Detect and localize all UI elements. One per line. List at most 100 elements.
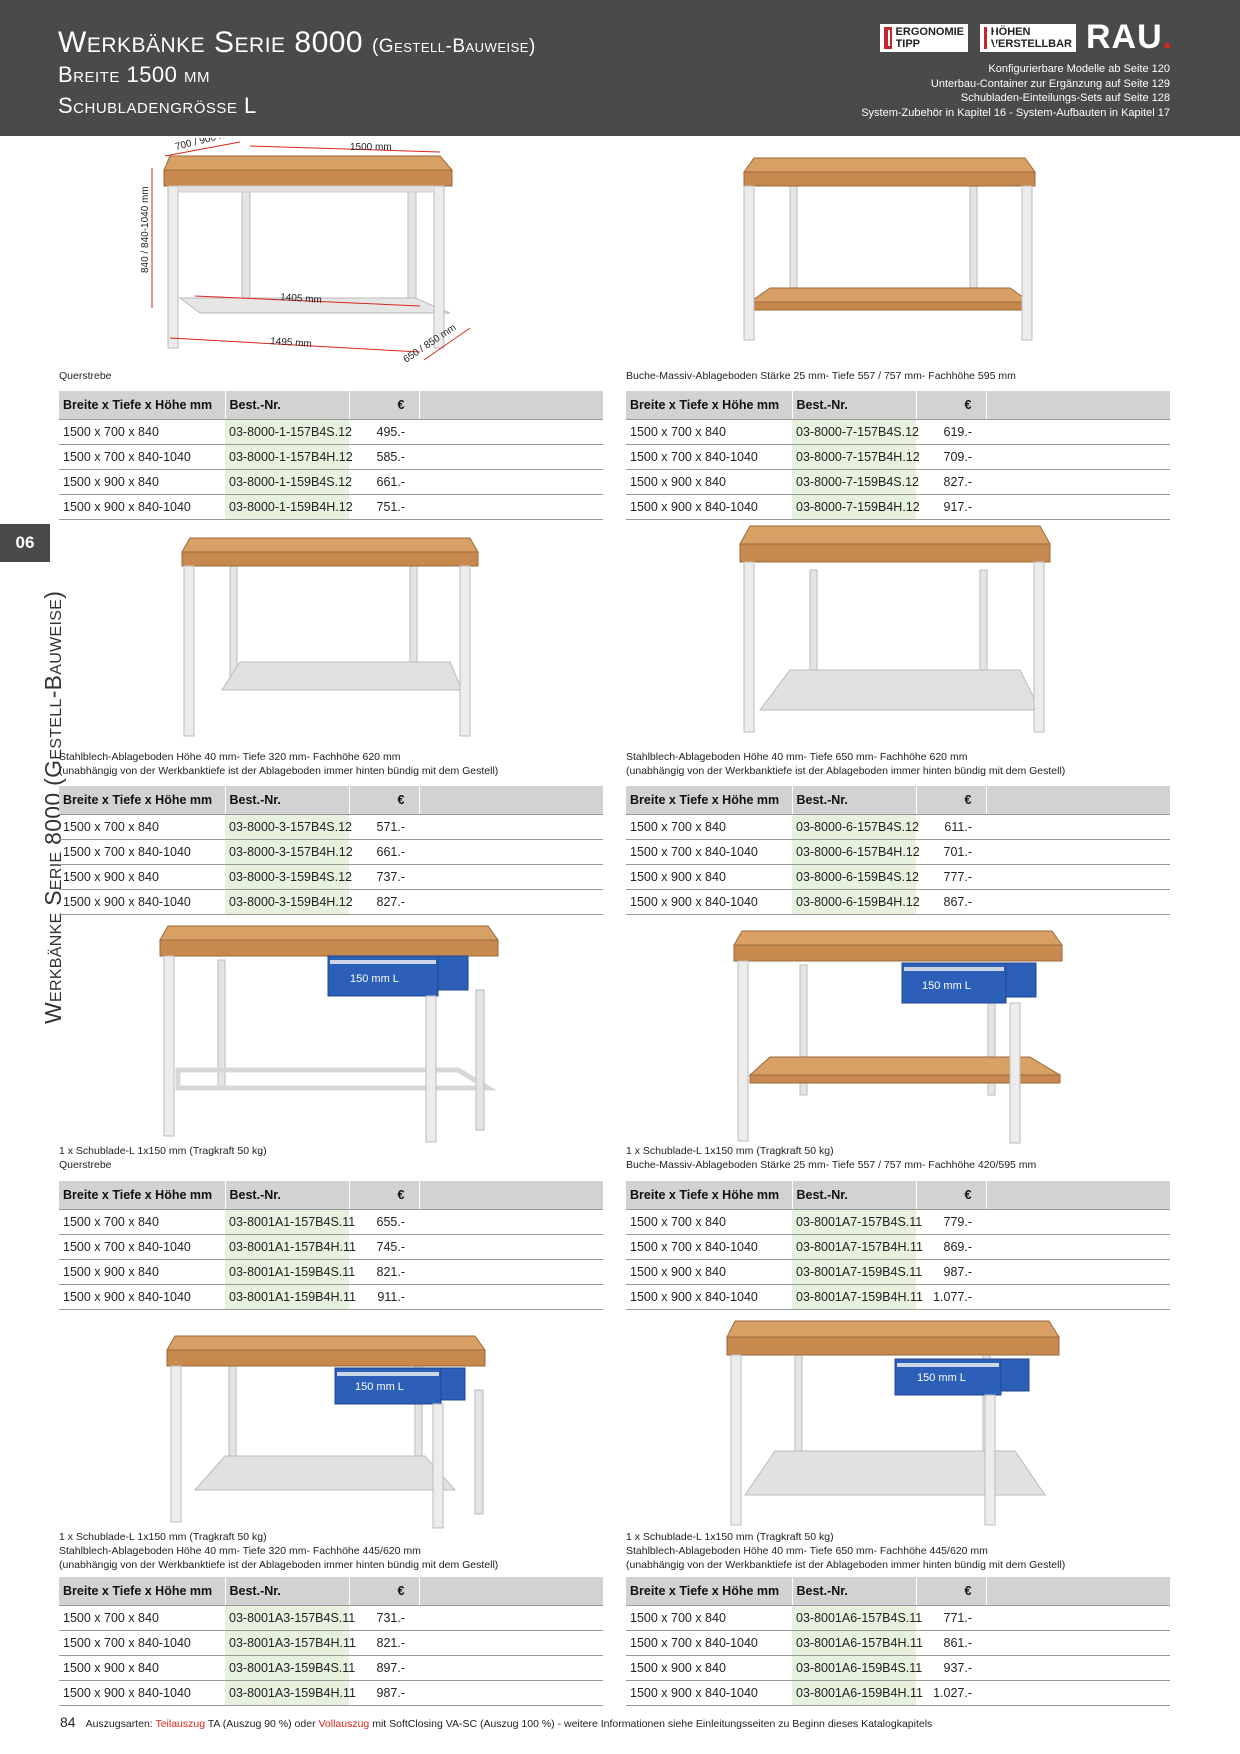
subtitle-width: Breite 1500 mm — [58, 62, 211, 87]
order-number: 03-8000-1-159B4S.12 — [225, 469, 352, 495]
order-number: 03-8001A6-157B4S.11 — [792, 1605, 922, 1631]
drawer-label: 150 mm L — [922, 980, 971, 992]
order-number: 03-8001A1-159B4S.11 — [225, 1259, 355, 1285]
col-header-code: Best.-Nr. — [225, 786, 350, 815]
workbench-image-6: 150 mm L — [730, 925, 1070, 1155]
price-table: Breite x Tiefe x Höhe mm Best.-Nr. € 150… — [59, 1577, 603, 1706]
col-header-size: Breite x Tiefe x Höhe mm — [626, 786, 793, 815]
col-header-price: € — [349, 786, 420, 815]
col-header-price: € — [916, 786, 987, 815]
order-number: 03-8001A7-157B4S.11 — [792, 1209, 922, 1235]
order-number: 03-8001A3-157B4S.11 — [225, 1605, 355, 1631]
col-header-code: Best.-Nr. — [225, 391, 350, 420]
page-header: Werkbänke Serie 8000 (Gestell-Bauweise) … — [0, 0, 1240, 136]
order-number: 03-8000-6-157B4S.12 — [792, 814, 919, 840]
order-number: 03-8001A6-159B4S.11 — [792, 1655, 922, 1681]
product-caption: Stahlblech-Ablageboden Höhe 40 mm- Tiefe… — [59, 751, 499, 777]
col-header-code: Best.-Nr. — [225, 1181, 350, 1210]
drawer-label: 150 mm L — [917, 1372, 966, 1384]
page-number: 84 — [60, 1714, 76, 1730]
order-number: 03-8000-7-159B4S.12 — [792, 469, 919, 495]
order-number: 03-8000-7-159B4H.12 — [792, 494, 920, 520]
price-table: Breite x Tiefe x Höhe mm Best.-Nr. € 150… — [626, 1577, 1170, 1706]
hoehenverstellbar-badge: HÖHEN VERSTELLBAR — [980, 24, 1076, 52]
subtitle-drawer-size: Schubladengrösse L — [58, 93, 257, 118]
price-table: Breite x Tiefe x Höhe mm Best.-Nr. € 150… — [626, 391, 1170, 520]
col-header-price: € — [349, 1181, 420, 1210]
table-header-row: Breite x Tiefe x Höhe mm Best.-Nr. € — [59, 1181, 603, 1210]
dim-frame-width: 1495 mm — [270, 336, 312, 350]
col-header-price: € — [349, 391, 420, 420]
price-table: Breite x Tiefe x Höhe mm Best.-Nr. € 150… — [59, 391, 603, 520]
product-caption: Stahlblech-Ablageboden Höhe 40 mm- Tiefe… — [626, 751, 1066, 777]
ergonomie-badge: ERGONOMIE TIPP — [880, 24, 968, 52]
product-caption: 1 x Schublade-L 1x150 mm (Tragkraft 50 k… — [59, 1145, 267, 1171]
page-title: Werkbänke Serie 8000 (Gestell-Bauweise) — [58, 26, 536, 60]
col-header-size: Breite x Tiefe x Höhe mm — [626, 391, 793, 420]
order-number: 03-8000-6-157B4H.12 — [792, 839, 920, 865]
table-header-row: Breite x Tiefe x Höhe mm Best.-Nr. € — [59, 391, 603, 420]
order-number: 03-8000-7-157B4H.12 — [792, 444, 920, 470]
col-header-size: Breite x Tiefe x Höhe mm — [626, 1181, 793, 1210]
order-number: 03-8001A7-159B4S.11 — [792, 1259, 922, 1285]
product-caption: Querstrebe — [59, 370, 112, 382]
col-header-size: Breite x Tiefe x Höhe mm — [59, 1577, 226, 1606]
height-adjust-icon — [984, 27, 995, 49]
note-line: System-Zubehör in Kapitel 16 - System-Au… — [861, 106, 1170, 119]
col-header-code: Best.-Nr. — [792, 1181, 917, 1210]
tipp-label: TIPP — [895, 38, 920, 50]
col-header-size: Breite x Tiefe x Höhe mm — [59, 786, 226, 815]
product-caption: Buche-Massiv-Ablageboden Stärke 25 mm- T… — [626, 370, 1016, 382]
workbench-image-4 — [720, 520, 1070, 750]
note-line: Schubladen-Einteilungs-Sets auf Seite 12… — [960, 92, 1170, 104]
price-table: Breite x Tiefe x Höhe mm Best.-Nr. € 150… — [626, 786, 1170, 915]
note-line: Konfigurierbare Modelle ab Seite 120 — [988, 63, 1170, 75]
col-header-size: Breite x Tiefe x Höhe mm — [59, 1181, 226, 1210]
order-number: 03-8000-7-157B4S.12 — [792, 419, 919, 445]
col-header-price: € — [916, 1181, 987, 1210]
order-number: 03-8001A3-159B4H.11 — [225, 1680, 356, 1706]
brand-logo: RAU. — [1086, 18, 1174, 56]
header-notes: Konfigurierbare Modelle ab Seite 120 Unt… — [861, 62, 1170, 120]
col-header-price: € — [916, 391, 987, 420]
dim-frame-depth: 650 / 850 mm — [402, 322, 459, 365]
col-header-code: Best.-Nr. — [792, 786, 917, 815]
order-number: 03-8001A7-159B4H.11 — [792, 1284, 923, 1310]
dim-height: 840 / 840-1040 mm — [140, 186, 151, 273]
product-caption: 1 x Schublade-L 1x150 mm (Tragkraft 50 k… — [626, 1145, 1037, 1171]
hoehen-label: HÖHEN — [990, 26, 1031, 38]
order-number: 03-8000-6-159B4S.12 — [792, 864, 919, 890]
price-table: Breite x Tiefe x Höhe mm Best.-Nr. € 150… — [626, 1181, 1170, 1310]
order-number: 03-8001A1-159B4H.11 — [225, 1284, 356, 1310]
price-table: Breite x Tiefe x Höhe mm Best.-Nr. € 150… — [59, 1181, 603, 1310]
verstellbar-label: VERSTELLBAR — [990, 38, 1072, 50]
product-caption: 1 x Schublade-L 1x150 mm (Tragkraft 50 k… — [59, 1531, 499, 1571]
table-header-row: Breite x Tiefe x Höhe mm Best.-Nr. € — [59, 1577, 603, 1606]
dim-inner-width: 1405 mm — [280, 292, 322, 306]
product-caption: 1 x Schublade-L 1x150 mm (Tragkraft 50 k… — [626, 1531, 1066, 1571]
col-header-size: Breite x Tiefe x Höhe mm — [59, 391, 226, 420]
table-header-row: Breite x Tiefe x Höhe mm Best.-Nr. € — [626, 391, 1170, 420]
order-number: 03-8000-6-159B4H.12 — [792, 889, 920, 915]
